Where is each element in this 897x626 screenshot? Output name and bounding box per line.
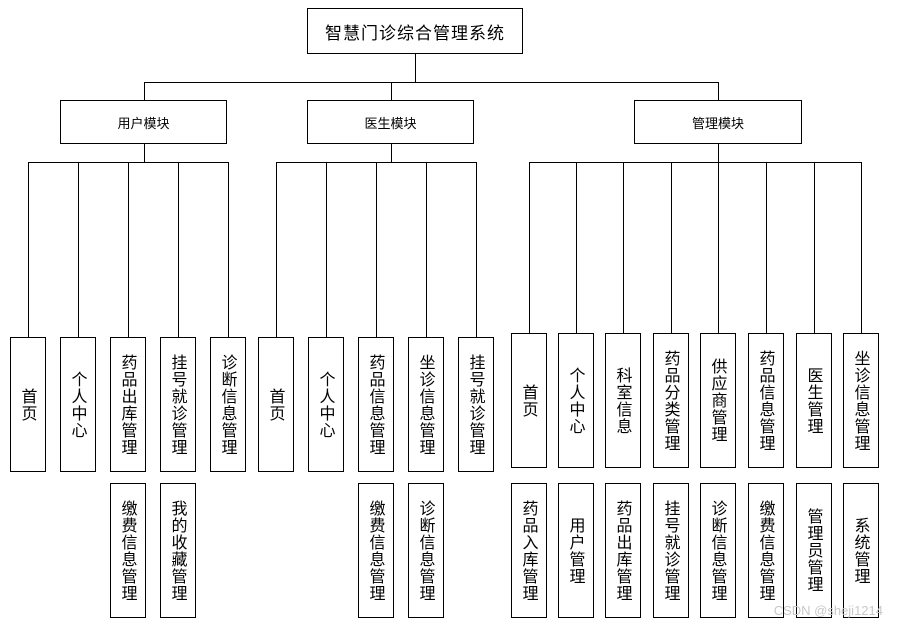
module-box-1: 用户模块 [60, 100, 227, 144]
leaf-box-sub: 诊断信息管理 [700, 483, 736, 618]
leaf-box: 首页 [10, 337, 46, 472]
module-label-1: 用户模块 [117, 116, 170, 132]
leaf-label: 坐诊信息管理 [851, 349, 871, 452]
connector-leaf-1-5 [228, 162, 229, 337]
leaf-label: 供应商管理 [708, 358, 728, 443]
connector-leaf-3-6 [766, 162, 767, 333]
leaf-box: 个人中心 [558, 333, 594, 468]
leaf-box-sub: 诊断信息管理 [408, 483, 444, 618]
connector-module-3-down [718, 144, 719, 162]
watermark: CSDN @sheji1214 [773, 603, 883, 618]
leaf-box-sub: 缴费信息管理 [358, 483, 394, 618]
leaf-sub-label: 我的收藏管理 [168, 499, 188, 602]
leaf-box: 药品信息管理 [748, 333, 784, 468]
connector-root-down [415, 54, 416, 82]
leaf-sub-label: 用户管理 [566, 516, 586, 585]
leaf-box: 坐诊信息管理 [843, 333, 879, 468]
leaf-label: 药品信息管理 [366, 353, 386, 456]
leaf-box-sub: 用户管理 [558, 483, 594, 618]
module-label-3: 管理模块 [691, 116, 744, 132]
leaf-sub-label: 缴费信息管理 [756, 499, 776, 602]
leaf-label: 药品信息管理 [756, 349, 776, 452]
leaf-sub-label: 挂号就诊管理 [661, 499, 681, 602]
module-box-3: 管理模块 [634, 100, 802, 144]
leaf-label: 坐诊信息管理 [416, 353, 436, 456]
connector-leaf-3-3 [623, 162, 624, 333]
leaf-label: 个人中心 [566, 366, 586, 435]
leaf-sub-label: 药品入库管理 [519, 499, 539, 602]
leaf-sub-label: 缴费信息管理 [366, 499, 386, 602]
leaf-label: 诊断信息管理 [218, 353, 238, 456]
leaf-label: 药品分类管理 [661, 349, 681, 452]
leaf-label: 医生管理 [804, 366, 824, 435]
leaf-box: 药品出库管理 [110, 337, 146, 472]
leaf-label: 个人中心 [316, 370, 336, 439]
leaf-box: 医生管理 [796, 333, 832, 468]
leaf-box: 药品信息管理 [358, 337, 394, 472]
leaf-sub-label: 系统管理 [851, 516, 871, 585]
module-label-2: 医生模块 [364, 116, 417, 132]
leaf-box: 挂号就诊管理 [458, 337, 494, 472]
root-title: 智慧门诊综合管理系统 [325, 23, 505, 44]
leaf-box: 供应商管理 [700, 333, 736, 468]
connector-leaf-2-5 [476, 162, 477, 337]
connector-leaf-1-2 [78, 162, 79, 337]
connector-leaf-bus-3 [529, 162, 861, 163]
leaf-label: 挂号就诊管理 [466, 353, 486, 456]
leaf-box: 科室信息 [605, 333, 641, 468]
leaf-box: 挂号就诊管理 [160, 337, 196, 472]
leaf-label: 科室信息 [613, 366, 633, 435]
leaf-label: 个人中心 [68, 370, 88, 439]
leaf-label: 首页 [519, 383, 539, 418]
connector-leaf-3-7 [814, 162, 815, 333]
leaf-sub-label: 管理员管理 [804, 508, 824, 593]
leaf-box: 首页 [511, 333, 547, 468]
leaf-box-sub: 缴费信息管理 [748, 483, 784, 618]
leaf-label: 挂号就诊管理 [168, 353, 188, 456]
leaf-box-sub: 缴费信息管理 [110, 483, 146, 618]
leaf-box: 坐诊信息管理 [408, 337, 444, 472]
connector-leaf-3-4 [671, 162, 672, 333]
leaf-label: 首页 [266, 387, 286, 422]
module-box-2: 医生模块 [307, 100, 474, 144]
leaf-box: 首页 [258, 337, 294, 472]
leaf-box: 个人中心 [308, 337, 344, 472]
connector-leaf-3-1 [529, 162, 530, 333]
connector-module-1-down [144, 144, 145, 162]
leaf-box-sub: 系统管理 [843, 483, 879, 618]
leaf-box: 药品分类管理 [653, 333, 689, 468]
leaf-box-sub: 药品出库管理 [605, 483, 641, 618]
connector-module-bus [144, 82, 718, 83]
connector-leaf-1-1 [28, 162, 29, 337]
leaf-box-sub: 管理员管理 [796, 483, 832, 618]
connector-leaf-3-8 [861, 162, 862, 333]
connector-leaf-1-3 [128, 162, 129, 337]
leaf-label: 药品出库管理 [118, 353, 138, 456]
connector-module-2-up [391, 82, 392, 100]
connector-leaf-1-4 [178, 162, 179, 337]
leaf-label: 首页 [18, 387, 38, 422]
connector-leaf-2-1 [276, 162, 277, 337]
leaf-sub-label: 诊断信息管理 [708, 499, 728, 602]
connector-leaf-2-4 [426, 162, 427, 337]
leaf-box: 个人中心 [60, 337, 96, 472]
leaf-sub-label: 缴费信息管理 [118, 499, 138, 602]
connector-module-1-up [144, 82, 145, 100]
leaf-sub-label: 药品出库管理 [613, 499, 633, 602]
connector-leaf-3-2 [576, 162, 577, 333]
connector-leaf-2-2 [326, 162, 327, 337]
leaf-box-sub: 我的收藏管理 [160, 483, 196, 618]
connector-leaf-3-5 [718, 162, 719, 333]
connector-module-3-up [718, 82, 719, 100]
connector-leaf-2-3 [376, 162, 377, 337]
leaf-sub-label: 诊断信息管理 [416, 499, 436, 602]
root-node: 智慧门诊综合管理系统 [307, 8, 523, 54]
connector-module-2-down [391, 144, 392, 162]
leaf-box-sub: 药品入库管理 [511, 483, 547, 618]
leaf-box: 诊断信息管理 [210, 337, 246, 472]
leaf-box-sub: 挂号就诊管理 [653, 483, 689, 618]
